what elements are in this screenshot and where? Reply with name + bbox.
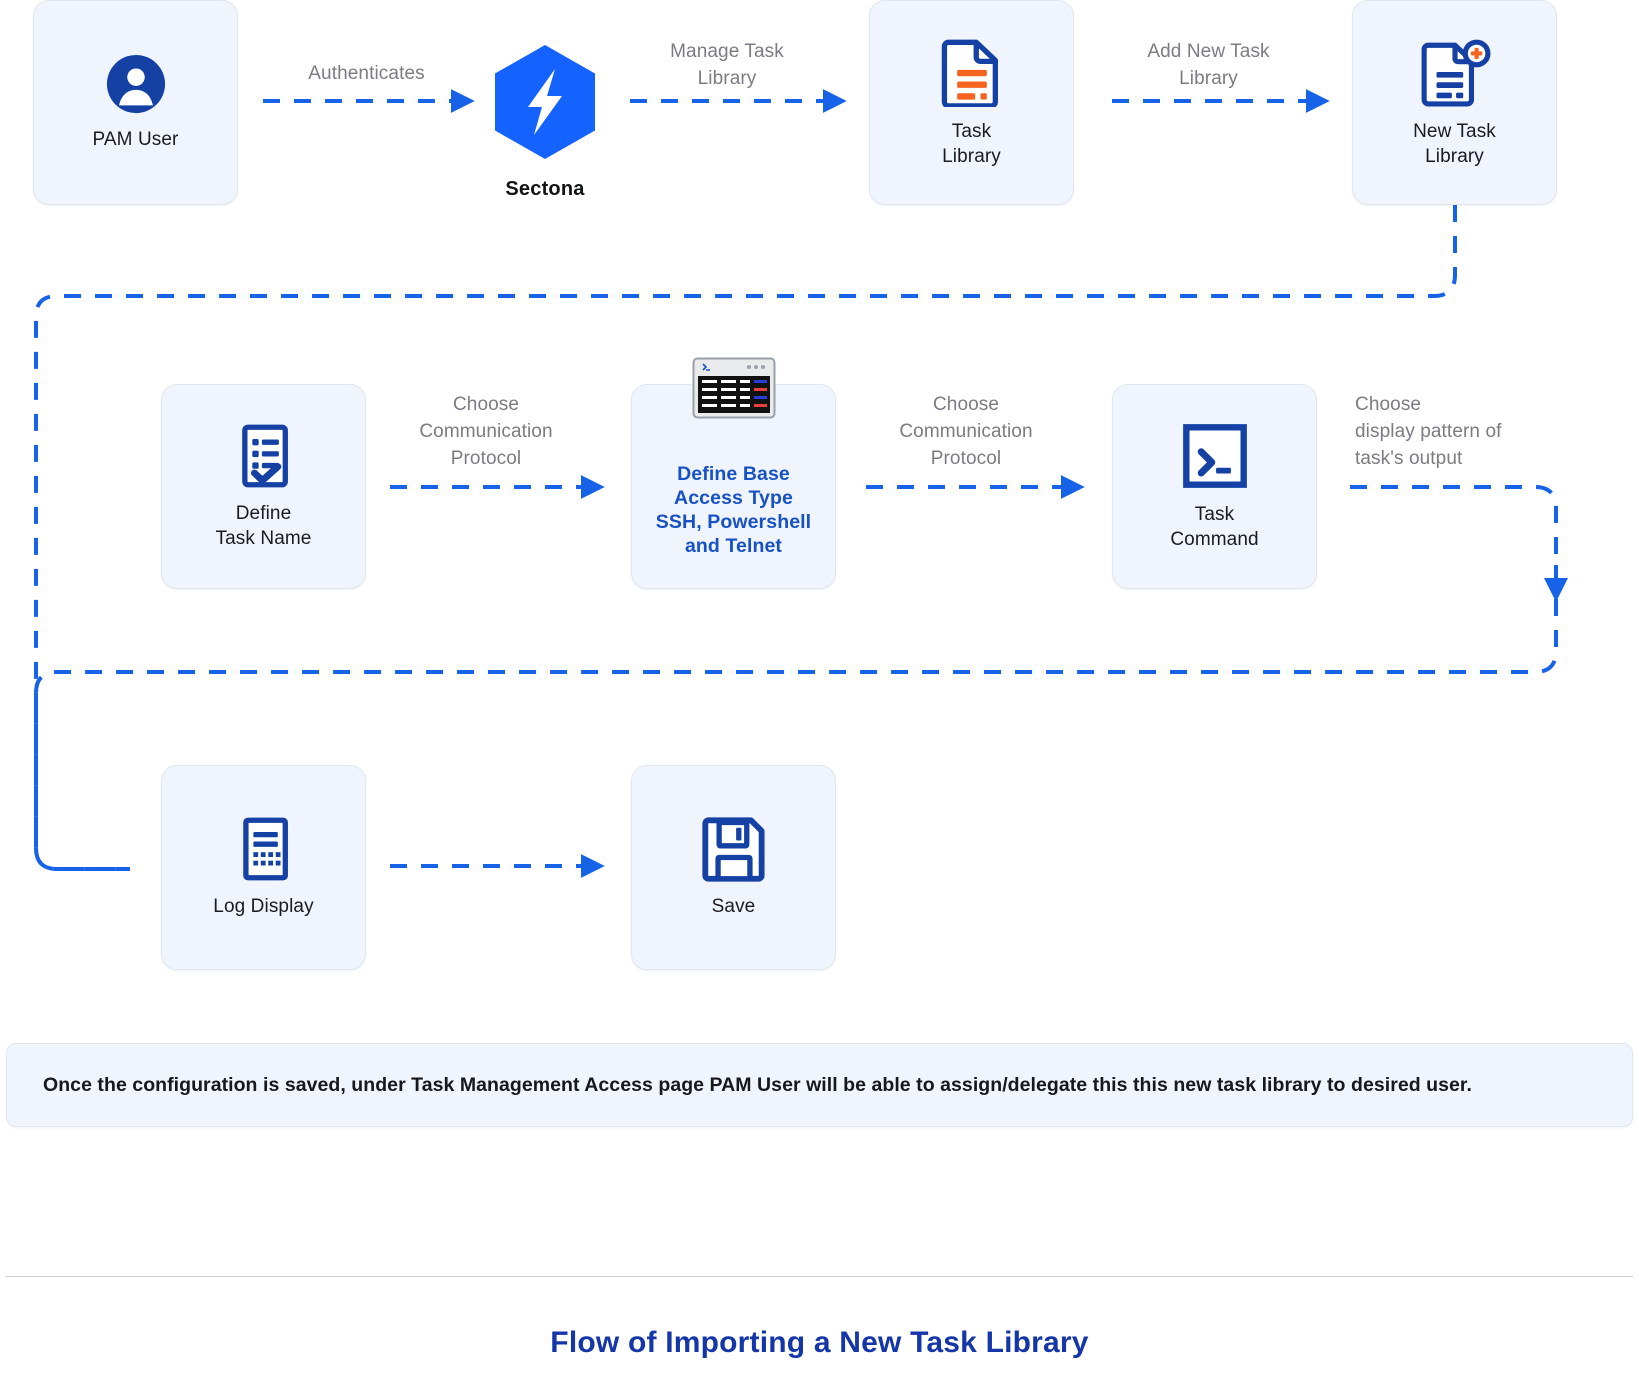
node-log-display[interactable]: Log Display (161, 765, 366, 970)
edge-label-choose-communication-protocol-2: Choose Communication Protocol (899, 394, 1033, 469)
note-banner: Once the configuration is saved, under T… (6, 1043, 1633, 1127)
node-new-task-library[interactable]: New Task Library (1352, 0, 1557, 205)
document-list-icon (941, 37, 1003, 107)
terminal-window-icon (692, 357, 776, 419)
node-label: Save (711, 896, 756, 917)
note-text: Once the configuration is saved, under T… (43, 1073, 1472, 1096)
edge-label-choose-display-pattern: Choose display pattern of task's output (1355, 394, 1502, 469)
node-label: New Task Library (1413, 120, 1496, 167)
user-avatar-icon (105, 53, 167, 115)
edge-label-authenticates: Authenticates (308, 63, 425, 84)
node-task-library[interactable]: Task Library (869, 0, 1074, 205)
node-pam-user[interactable]: PAM User (33, 0, 238, 205)
node-label: Define Base Access Type SSH, Powershell … (655, 462, 812, 557)
sectona-logo-icon (492, 43, 598, 166)
node-label: Task Command (1170, 503, 1259, 550)
node-label: Define Task Name (215, 502, 312, 549)
document-add-icon (1419, 37, 1491, 107)
node-base-access-type[interactable]: Define Base Access Type SSH, Powershell … (631, 357, 836, 589)
node-save[interactable]: Save (631, 765, 836, 970)
node-define-task-name[interactable]: Define Task Name (161, 384, 366, 589)
diagram-title: Flow of Importing a New Task Library (550, 1326, 1089, 1359)
footer-divider (6, 1276, 1633, 1277)
edge-label-choose-communication-protocol-1: Choose Communication Protocol (419, 394, 553, 469)
checklist-icon (233, 423, 295, 489)
floppy-disk-icon (700, 816, 768, 882)
node-label: Log Display (213, 896, 314, 917)
node-label: Sectona (505, 178, 585, 200)
edge-label-add-new-task-library: Add New Task Library (1147, 41, 1270, 89)
command-prompt-icon (1181, 422, 1249, 490)
node-label: PAM User (92, 129, 179, 150)
node-task-command[interactable]: Task Command (1112, 384, 1317, 589)
log-document-icon (233, 816, 295, 882)
node-label: Task Library (942, 120, 1001, 167)
node-sectona[interactable]: Sectona (480, 43, 610, 201)
edge-label-manage-task-library: Manage Task Library (670, 41, 784, 89)
